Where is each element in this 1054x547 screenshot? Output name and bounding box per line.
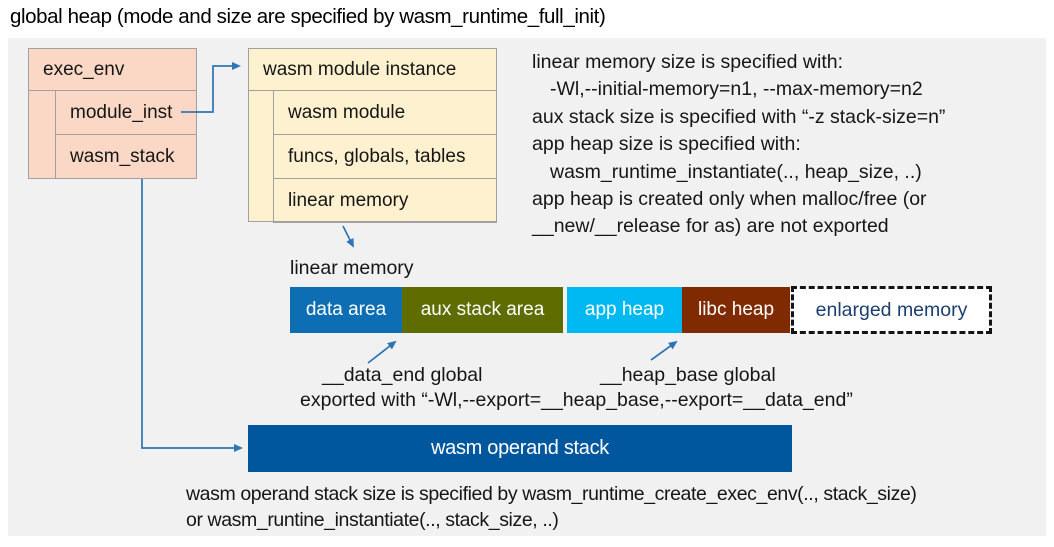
segment-aux-stack-area: aux stack area bbox=[402, 287, 563, 333]
segment-enlarged-memory: enlarged memory bbox=[791, 286, 992, 334]
segment-libc-heap: libc heap bbox=[682, 287, 790, 333]
note-line: app heap is created only when malloc/fre… bbox=[532, 188, 927, 211]
note-line: -Wl,--initial-memory=n1, --max-memory=n2 bbox=[550, 78, 923, 101]
data-end-global-label: __data_end global bbox=[322, 364, 483, 386]
memory-size-note: linear memory size is specified with: -W… bbox=[532, 49, 1037, 241]
heap-base-global-label: __heap_base global bbox=[600, 364, 776, 386]
exec-env-header: exec_env bbox=[29, 49, 196, 91]
note-line: __new/__release for as) are not exported bbox=[532, 215, 889, 238]
note-line: wasm_runtime_instantiate(.., heap_size, … bbox=[550, 160, 922, 183]
note-line: aux stack size is specified with “-z sta… bbox=[532, 105, 946, 128]
segment-data-area: data area bbox=[290, 287, 402, 333]
instance-field-linear-memory: linear memory bbox=[273, 178, 497, 223]
note-line: or wasm_runtine_instantiate(.., stack_si… bbox=[186, 508, 559, 531]
exec-env-field-wasm-stack: wasm_stack bbox=[55, 134, 197, 179]
exec-env-field-module-inst: module_inst bbox=[55, 90, 197, 135]
linear-memory-label: linear memory bbox=[290, 257, 414, 279]
exec-env-box: exec_env bbox=[28, 48, 197, 179]
note-line: app heap size is specified with: bbox=[532, 133, 801, 156]
note-line: linear memory size is specified with: bbox=[532, 51, 844, 73]
export-note: exported with “-Wl,--export=__heap_base,… bbox=[300, 389, 853, 411]
segment-app-heap: app heap bbox=[567, 287, 682, 333]
wasm-module-instance-header: wasm module instance bbox=[249, 49, 496, 91]
note-line: wasm operand stack size is specified by … bbox=[186, 483, 917, 505]
wasm-operand-stack-box: wasm operand stack bbox=[248, 425, 792, 472]
diagram-title: global heap (mode and size are specified… bbox=[10, 5, 606, 28]
instance-field-wasm-module: wasm module bbox=[273, 90, 497, 135]
instance-field-funcs-globals-tables: funcs, globals, tables bbox=[273, 134, 497, 179]
operand-stack-note: wasm operand stack size is specified by … bbox=[186, 482, 917, 533]
